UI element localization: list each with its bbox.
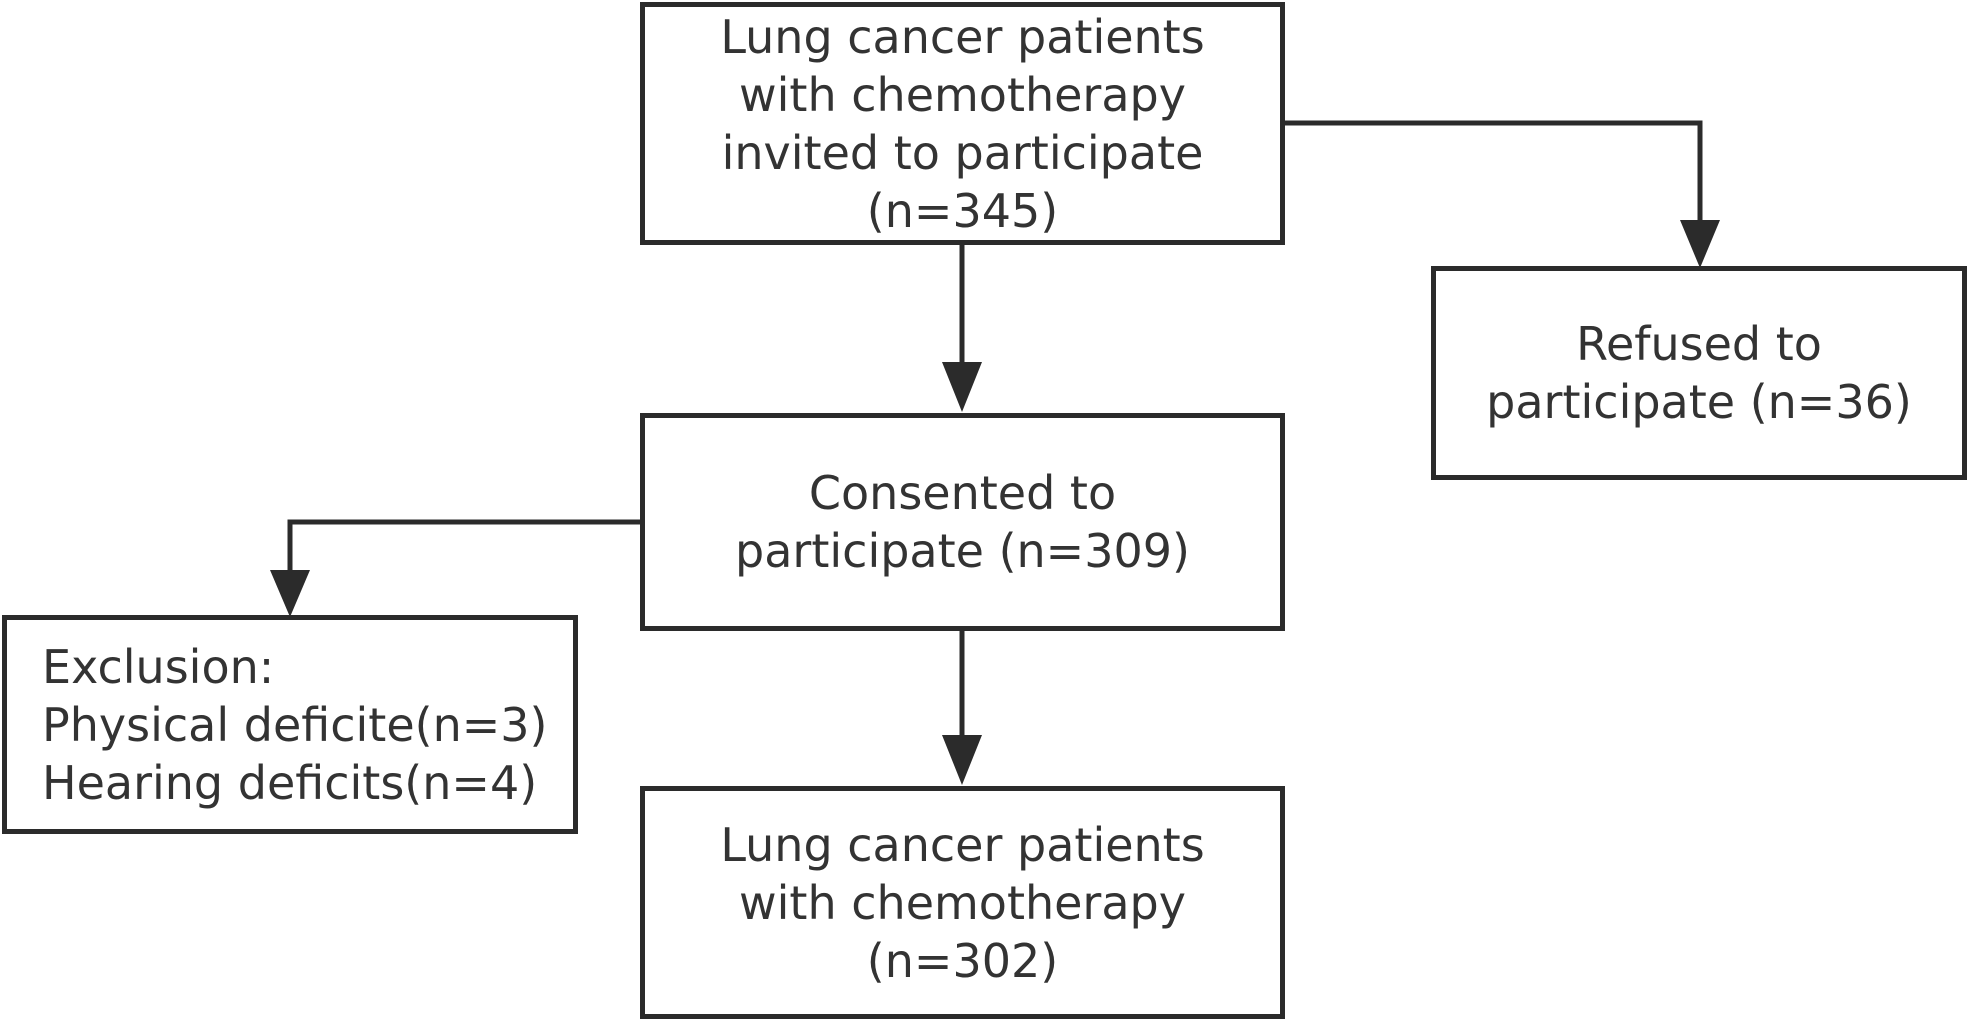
- edge-consented-to-final: [942, 629, 982, 785]
- node-exclusion-line: Hearing deficits(n=4): [42, 755, 538, 810]
- node-final-line: with chemotherapy: [739, 875, 1186, 930]
- edge-invited-to-consented: [942, 243, 982, 412]
- node-final-line: (n=302): [866, 933, 1059, 988]
- node-consented: Consented to participate (n=309): [640, 413, 1285, 631]
- node-final-line: Lung cancer patients: [720, 817, 1205, 872]
- node-exclusion-line: Physical deficite(n=3): [42, 697, 548, 752]
- edge-consented-to-exclusion: [270, 519, 642, 617]
- node-refused-line: Refused to: [1576, 317, 1822, 371]
- node-invited-line: invited to participate: [721, 125, 1204, 180]
- node-consented-line: Consented to: [808, 466, 1117, 520]
- edge-invited-to-refused: [1282, 120, 1720, 268]
- node-invited-line: (n=345): [866, 183, 1059, 238]
- node-final: Lung cancer patients with chemotherapy (…: [640, 786, 1285, 1019]
- node-invited-line: with chemotherapy: [739, 67, 1186, 122]
- node-invited: Lung cancer patients with chemotherapy i…: [640, 2, 1285, 245]
- node-exclusion-line: Exclusion:: [42, 639, 275, 694]
- node-refused-line: participate (n=36): [1486, 375, 1912, 429]
- node-consented-line: participate (n=309): [735, 524, 1190, 578]
- node-refused: Refused to participate (n=36): [1431, 266, 1967, 480]
- node-exclusion: Exclusion: Physical deficite(n=3) Hearin…: [2, 615, 578, 834]
- node-invited-line: Lung cancer patients: [720, 9, 1205, 64]
